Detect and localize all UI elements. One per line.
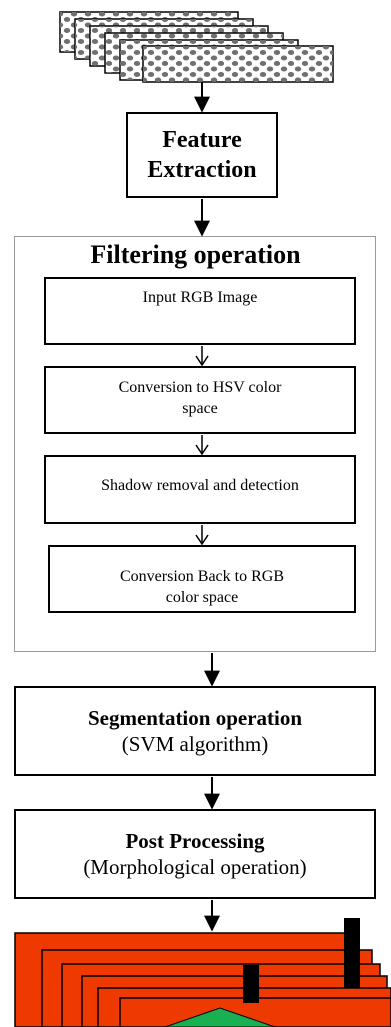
input-image-stack [59, 11, 334, 83]
filter-step-rgb-back-conversion: Conversion Back to RGB color space [48, 545, 356, 613]
step-label: space [182, 400, 218, 417]
arrow-input-to-hsv [195, 346, 209, 367]
filter-step-hsv-conversion: Conversion to HSV color space [44, 366, 356, 434]
segmentation-box: Segmentation operation (SVM algorithm) [14, 686, 376, 776]
feature-extraction-box: Feature Extraction [126, 112, 278, 198]
arrow-hsv-to-shadow [195, 435, 209, 456]
step-label: Input RGB Image [142, 289, 258, 306]
filter-step-input-rgb: Input RGB Image [44, 277, 356, 345]
segmentation-subtitle: (SVM algorithm) [121, 732, 269, 756]
feature-extraction-line2: Extraction [147, 157, 257, 183]
step-label: Shadow removal and detection [101, 477, 299, 494]
filter-step-shadow-removal: Shadow removal and detection [44, 455, 356, 524]
step-label: color space [165, 589, 239, 606]
output-rotated-mark [243, 965, 259, 1003]
arrow-shadow-to-rgb [195, 525, 209, 546]
step-label: Conversion to HSV color [118, 379, 282, 396]
output-green-region [164, 1007, 276, 1027]
segmentation-title: Segmentation operation [87, 706, 303, 730]
filtering-title: Filtering operation [90, 240, 301, 269]
step-label: Conversion Back to RGB [120, 568, 284, 585]
post-processing-subtitle: (Morphological operation) [83, 855, 307, 879]
output-image-stack [14, 918, 391, 1027]
input-image-card [142, 45, 334, 83]
post-processing-title: Post Processing [125, 829, 265, 853]
feature-extraction-line1: Feature [162, 127, 242, 153]
output-rotated-mark [344, 918, 360, 988]
post-processing-box: Post Processing (Morphological operation… [14, 809, 376, 899]
